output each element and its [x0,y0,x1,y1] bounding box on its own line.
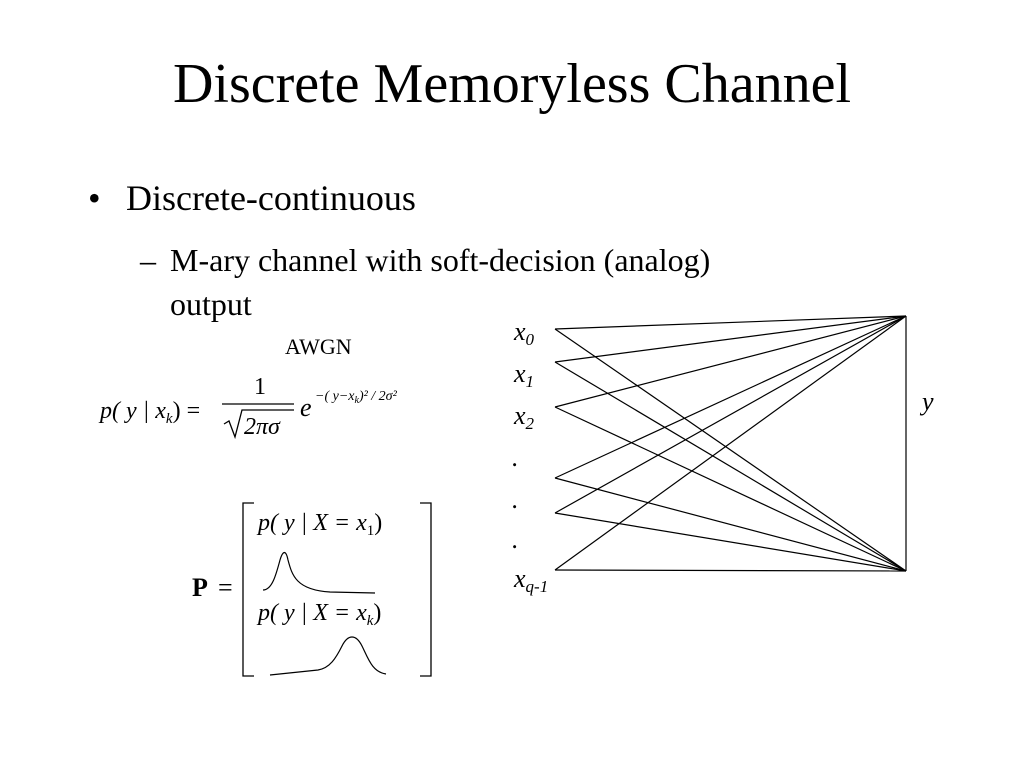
likelihood-lhs: p( y | xk) = [98,398,200,427]
transition-line-top-1 [554,315,907,363]
density-curve-peak-left [262,551,376,594]
matrix-left-bracket [242,502,254,677]
transition-line-top-0 [554,315,907,330]
likelihood-numerator: 1 [254,374,266,400]
transition-line-bottom-2 [554,406,907,572]
subbullet-text-line2: output [170,286,252,322]
input-dot-2: . [512,485,519,514]
input-x0: x0 [514,317,535,349]
transition-line-bottom-0 [554,328,907,572]
matrix-row1: p( y | X = x1) [256,510,382,539]
bullet-text: Discrete-continuous [126,178,416,218]
transition-line-bottom-3 [554,477,907,572]
input-dot-1: . [512,443,519,472]
transition-line-bottom-1 [554,361,907,572]
matrix-right-bracket [420,502,432,677]
transition-line-top-5 [554,315,907,571]
bullet-item: • Discrete-continuous [88,176,416,220]
transition-line-bottom-4 [554,512,907,572]
exp-exponent: −( y−xk)² / 2σ² [315,389,398,406]
bullet-marker: • [88,178,101,218]
likelihood-denominator: 2πσ [244,414,281,440]
subbullet-marker: – [140,242,156,278]
transition-line-top-3 [554,315,907,479]
input-x2: x2 [514,401,535,433]
input-xq-1: xq-1 [514,564,549,596]
density-curve-peak-right [269,636,387,676]
input-dot-3: . [512,525,519,554]
slide-title: Discrete Memoryless Channel [172,53,852,115]
input-x1: x1 [514,359,535,391]
awgn-label: AWGN [285,334,352,359]
transition-line-top-2 [554,315,907,408]
subbullet-text-line1: M-ary channel with soft-decision (analog… [170,242,711,278]
output-y: y [922,387,934,416]
matrix-label: P [192,573,208,602]
matrix-equals: = [218,573,233,602]
transition-line-bottom-5 [554,569,907,572]
transition-line-top-4 [554,315,907,514]
exp-base: e [300,393,312,422]
matrix-row2: p( y | X = xk) [256,600,381,629]
sqrt-sign [223,409,294,440]
subbullet-item: –M-ary channel with soft-decision (analo… [140,238,710,326]
